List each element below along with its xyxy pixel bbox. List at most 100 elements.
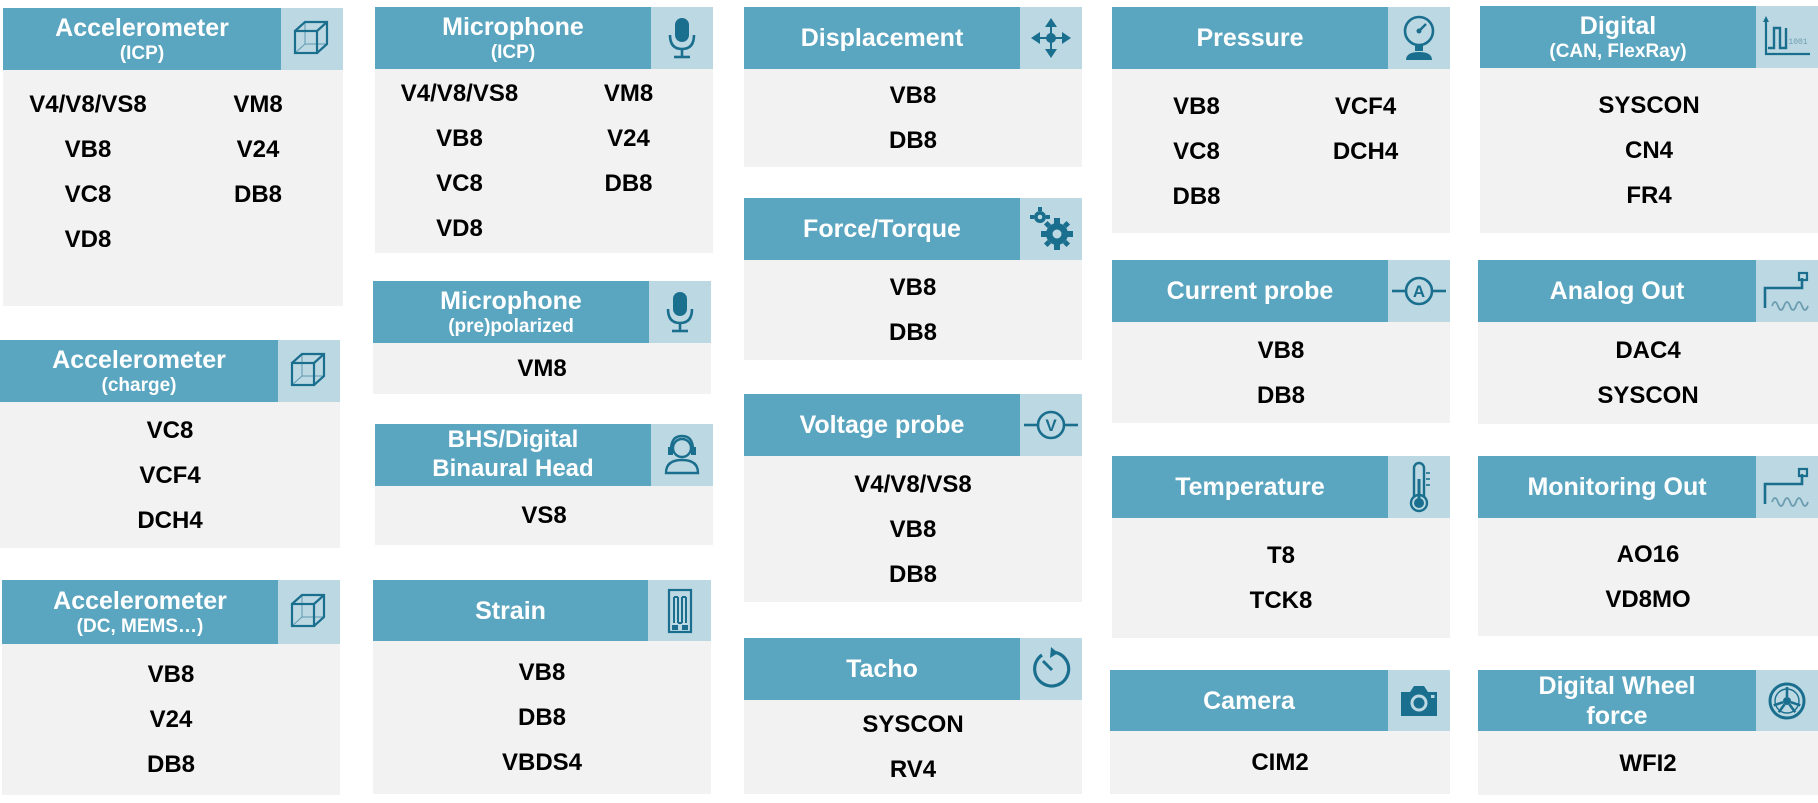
- device-item: VD8MO: [1605, 586, 1691, 613]
- device-item: VM8: [517, 355, 567, 382]
- card-body: VC8 VCF4 DCH4: [0, 402, 340, 548]
- card-header: Temperature: [1112, 456, 1388, 518]
- card-body: VB8 V24 DB8: [2, 644, 340, 795]
- card-temperature: Temperature T8 TCK8: [1112, 456, 1450, 638]
- card-title: Accelerometer: [55, 13, 229, 42]
- wheel-icon: [1756, 670, 1818, 731]
- card-title: Accelerometer: [52, 345, 226, 374]
- card-title: Camera: [1203, 686, 1295, 715]
- card-body: VB8 VCF4 VC8 DCH4 DB8: [1112, 69, 1450, 233]
- camera-icon: [1388, 670, 1450, 731]
- device-item: AO16: [1616, 541, 1680, 568]
- card-title: Analog Out: [1549, 277, 1685, 305]
- card-digital: Digital (CAN, FlexRay) 1001 SYSCON CN4 F…: [1480, 6, 1818, 233]
- card-body: T8 TCK8: [1112, 518, 1450, 638]
- analog-signal-icon: [1756, 260, 1818, 322]
- device-item: VB8: [889, 274, 937, 301]
- device-item: V4/V8/VS8: [29, 91, 147, 118]
- svg-text:A: A: [1413, 282, 1425, 301]
- device-item: DB8: [888, 560, 937, 588]
- card-displacement: Displacement VB8 DB8: [744, 7, 1082, 167]
- card-body: V4/V8/VS8 VM8 VB8 V24 VC8 DB8 VD8: [3, 70, 343, 306]
- thermometer-icon: [1388, 456, 1450, 518]
- device-item: FR4: [1626, 182, 1672, 209]
- device-item: DB8: [517, 704, 566, 731]
- card-tacho: Tacho SYSCON RV4: [744, 638, 1082, 794]
- device-item: VC8: [436, 170, 483, 197]
- device-item: V24: [236, 136, 280, 163]
- card-body: VB8 DB8: [744, 260, 1082, 360]
- card-header: Camera: [1110, 670, 1388, 731]
- card-title: BHS/Digital: [447, 426, 579, 454]
- card-header: Monitoring Out: [1478, 456, 1756, 518]
- card-header: Accelerometer (charge): [0, 340, 278, 402]
- card-subtitle: (pre)polarized: [448, 315, 574, 337]
- device-item: VB8: [436, 125, 483, 152]
- device-item: V4/V8/VS8: [854, 470, 972, 498]
- device-item: VD8: [436, 215, 483, 242]
- card-body: CIM2: [1110, 731, 1450, 794]
- card-camera: Camera CIM2: [1110, 670, 1450, 794]
- device-item: VB8: [64, 136, 112, 163]
- card-header: Strain: [373, 580, 648, 641]
- card-analog-out: Analog Out DAC4 SYSCON: [1478, 260, 1818, 424]
- rotation-icon: [1020, 638, 1082, 700]
- device-item: V24: [607, 125, 650, 152]
- card-accelerometer-icp: Accelerometer (ICP) V4/V8/VS8 VM8 VB8 V2…: [3, 8, 343, 306]
- device-item: VC8: [1173, 137, 1220, 165]
- device-item: DCH4: [137, 506, 203, 534]
- strain-gauge-icon: [648, 580, 711, 641]
- card-strain: Strain VB8 DB8 VBDS4: [373, 580, 711, 794]
- card-header: Force/Torque: [744, 198, 1020, 260]
- device-item: RV4: [889, 756, 937, 783]
- device-item: TCK8: [1249, 587, 1313, 614]
- card-accelerometer-charge: Accelerometer (charge) VC8 VCF4 DCH4: [0, 340, 340, 548]
- card-accelerometer-dc: Accelerometer (DC, MEMS…) VB8 V24 DB8: [2, 580, 340, 795]
- head-bust-icon: [651, 424, 713, 486]
- device-item: T8: [1266, 542, 1295, 569]
- card-microphone-prepolarized: Microphone (pre)polarized VM8: [373, 281, 711, 394]
- card-header: Voltage probe: [744, 394, 1020, 456]
- card-subtitle: (ICP): [119, 42, 165, 64]
- card-subtitle: (DC, MEMS…): [76, 615, 204, 637]
- device-item: VB8: [147, 661, 195, 688]
- card-title: Microphone: [440, 286, 582, 315]
- card-header: Current probe: [1112, 260, 1388, 322]
- card-header: Tacho: [744, 638, 1020, 700]
- voltmeter-icon: V: [1020, 394, 1082, 456]
- card-title: Digital Wheel: [1538, 671, 1696, 700]
- device-item: VB8: [889, 515, 937, 543]
- card-body: SYSCON RV4: [744, 700, 1082, 794]
- card-header: Displacement: [744, 7, 1020, 69]
- card-force-torque: Force/Torque VB8 DB8: [744, 198, 1082, 360]
- analog-signal-icon: [1756, 456, 1818, 518]
- card-body: SYSCON CN4 FR4: [1480, 68, 1818, 233]
- card-header: Pressure: [1112, 7, 1388, 69]
- microphone-icon: [651, 7, 713, 69]
- device-item: DB8: [888, 127, 937, 154]
- pressure-gauge-icon: [1388, 7, 1450, 69]
- device-item: DB8: [1172, 182, 1221, 210]
- device-item: VC8: [64, 181, 112, 208]
- device-item: V4/V8/VS8: [400, 80, 519, 107]
- card-header: Accelerometer (DC, MEMS…): [2, 580, 278, 644]
- card-title: Temperature: [1175, 473, 1325, 501]
- card-header: Accelerometer (ICP): [3, 8, 281, 70]
- card-title: Monitoring Out: [1527, 473, 1707, 501]
- card-subtitle: force: [1586, 701, 1648, 730]
- card-body: V4/V8/VS8 VM8 VB8 V24 VC8 DB8 VD8: [375, 69, 713, 253]
- card-body: VM8: [373, 343, 711, 394]
- device-item: SYSCON: [1597, 382, 1699, 409]
- device-item: DB8: [233, 181, 282, 208]
- device-item: CN4: [1624, 137, 1673, 164]
- card-body: DAC4 SYSCON: [1478, 322, 1818, 424]
- digital-signal-icon: 1001: [1756, 6, 1818, 68]
- card-header: Digital Wheel force: [1478, 670, 1756, 731]
- card-body: WFI2: [1478, 731, 1818, 795]
- device-item: SYSCON: [1598, 92, 1700, 119]
- card-header: Analog Out: [1478, 260, 1756, 322]
- card-subtitle: (charge): [101, 374, 177, 396]
- device-item: SYSCON: [862, 711, 964, 738]
- device-item: VS8: [521, 502, 567, 529]
- card-monitoring-out: Monitoring Out AO16 VD8MO: [1478, 456, 1818, 636]
